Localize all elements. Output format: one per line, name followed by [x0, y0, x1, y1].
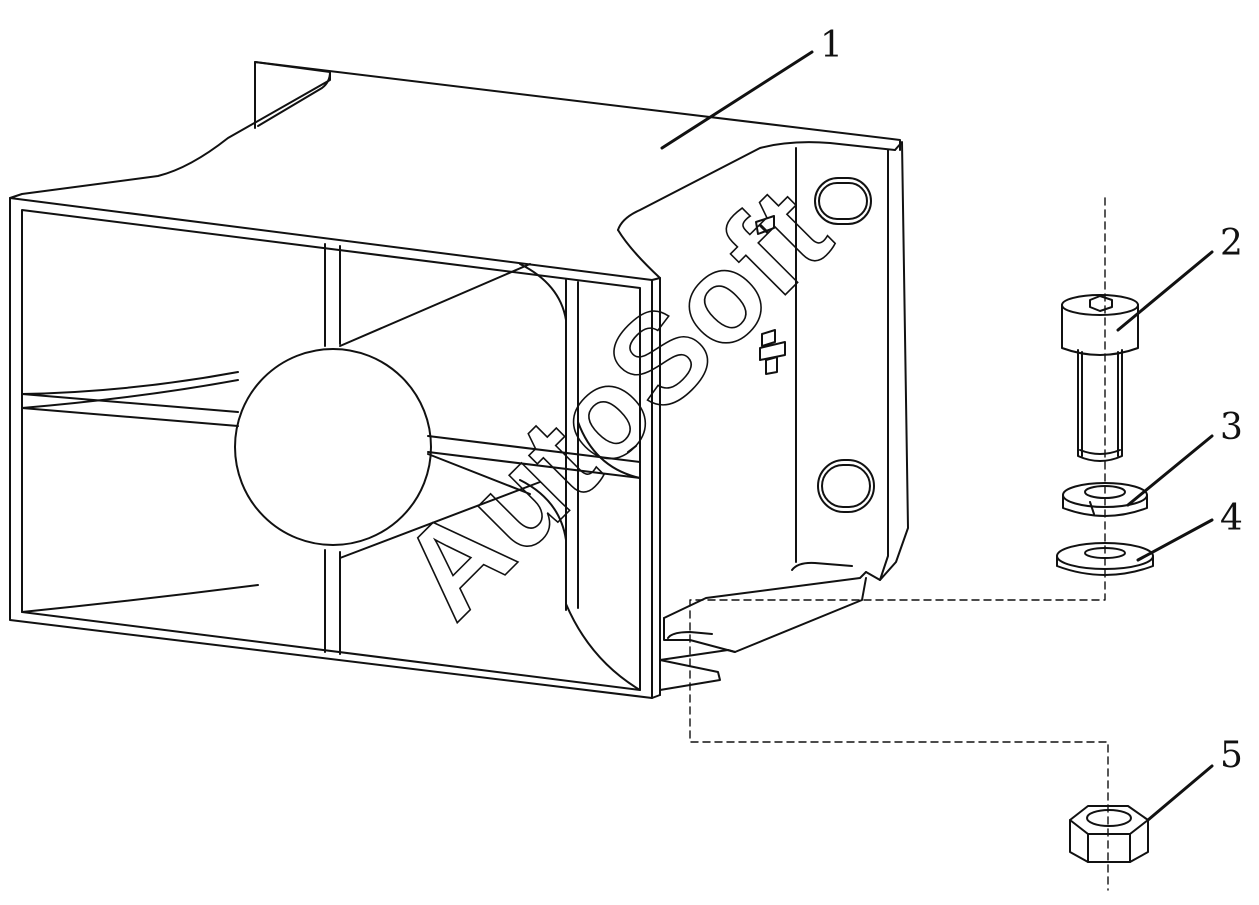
- hex-nut: [1069, 805, 1149, 863]
- alarm-housing: [9, 61, 909, 699]
- spring-lock-washer: [1062, 482, 1148, 517]
- callout-2: 2: [1220, 223, 1243, 264]
- flat-washer: [1056, 542, 1154, 576]
- callout-1: 1: [820, 25, 843, 66]
- callout-5: 5: [1220, 735, 1243, 776]
- watermark: AutoSoft: [374, 162, 857, 645]
- callout-4: 4: [1220, 498, 1243, 539]
- socket-head-screw: [1061, 294, 1139, 462]
- assembly-axis-lines: [689, 197, 1109, 891]
- callout-leaders: [660, 50, 1214, 822]
- callout-3: 3: [1220, 407, 1243, 448]
